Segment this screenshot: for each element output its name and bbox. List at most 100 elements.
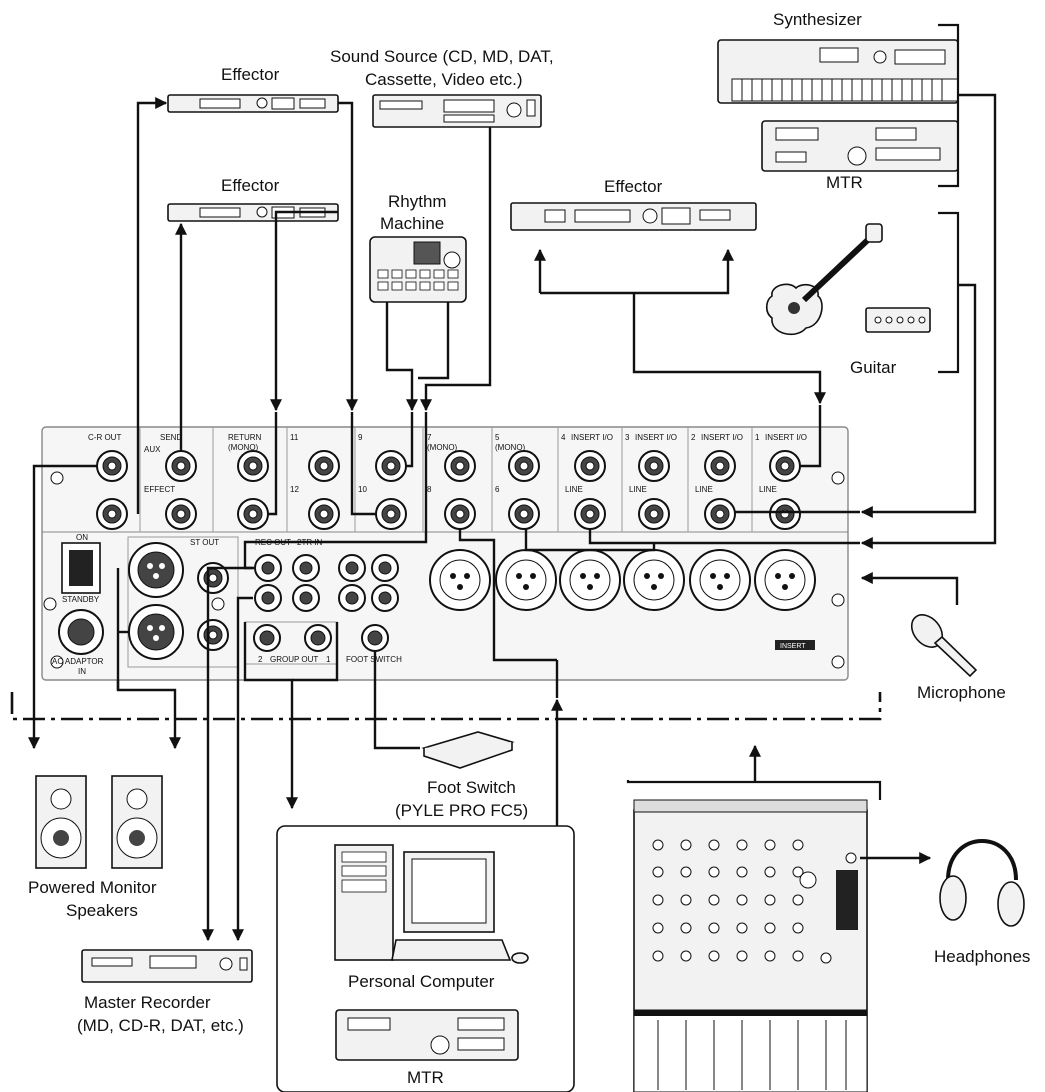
ch5-mono-label: (MONO) — [495, 443, 526, 452]
ch3-insert-jack — [638, 450, 670, 482]
cr-out-label: C-R OUT — [88, 433, 121, 442]
effector-3-label: Effector — [604, 177, 663, 196]
return-label: RETURN — [228, 433, 262, 442]
ch7-label: 7 — [427, 433, 432, 442]
power-section: ON STANDBY AC ADAPTOR IN — [52, 533, 104, 676]
group-2-label: 2 — [258, 655, 263, 664]
ch4-line-label: LINE — [565, 485, 583, 494]
powered-monitor-label-1: Powered Monitor — [28, 878, 157, 897]
mixer-rear-panel: C-R OUT SEND AUX EFFECT RETURN (MONO) 11… — [41, 426, 849, 681]
ch3-label: 3 — [625, 433, 630, 442]
ch6-label: 6 — [495, 485, 500, 494]
ch3-insert-label: INSERT I/O — [635, 433, 677, 442]
sound-source-label-1: Sound Source (CD, MD, DAT, — [330, 47, 554, 66]
rhythm-machine-device — [369, 236, 467, 303]
ch1-insert-label: INSERT I/O — [765, 433, 807, 442]
on-label: ON — [76, 533, 88, 542]
sound-source-device — [372, 94, 542, 128]
ch1-label: 1 — [755, 433, 760, 442]
personal-computer-label: Personal Computer — [348, 972, 495, 991]
master-recorder-device — [81, 949, 253, 983]
xlr-ch3 — [623, 549, 685, 611]
ch10-jack — [375, 498, 407, 530]
foot-switch-label-2: (PYLE PRO FC5) — [395, 801, 528, 820]
rack-separator-line — [10, 692, 882, 721]
aux-label: AUX — [144, 445, 161, 454]
foot-switch-label-1: Foot Switch — [427, 778, 516, 797]
return-l-jack — [237, 450, 269, 482]
ch9-label: 9 — [358, 433, 363, 442]
effector-2-label: Effector — [221, 176, 280, 195]
microphone-device — [910, 614, 978, 678]
ch12-label: 12 — [290, 485, 299, 494]
mtr-bottom-label: MTR — [407, 1068, 444, 1087]
pc-group-bracket-dashed — [626, 780, 882, 800]
synthesizer-label: Synthesizer — [773, 10, 862, 29]
xlr-ch6 — [429, 549, 491, 611]
master-recorder-label-1: Master Recorder — [84, 993, 211, 1012]
computer-mtr-group — [276, 825, 575, 1092]
mtr-top-device — [761, 120, 959, 172]
insert-legend-label: INSERT — [780, 643, 806, 650]
ch2-line-jack — [704, 498, 736, 530]
ch12-jack — [308, 498, 340, 530]
ch11-label: 11 — [290, 433, 299, 442]
upper-row-jacks — [96, 450, 801, 530]
monitor-speakers-device — [35, 775, 163, 869]
return-r-jack — [237, 498, 269, 530]
ch4-label: 4 — [561, 433, 566, 442]
guitar-label: Guitar — [850, 358, 897, 377]
effector-1-device — [167, 94, 339, 113]
ch10-label: 10 — [358, 485, 367, 494]
ch9-jack — [375, 450, 407, 482]
xlr-ch1 — [754, 549, 816, 611]
ch5-label: 5 — [495, 433, 500, 442]
ch4-insert-jack — [574, 450, 606, 482]
ch7-mono-label: (MONO) — [427, 443, 458, 452]
master-recorder-label-2: (MD, CD-R, DAT, etc.) — [77, 1016, 244, 1035]
xlr-ch4 — [559, 549, 621, 611]
xlr-inputs — [429, 549, 816, 611]
mixer-top-view-device — [633, 799, 868, 1092]
ch8-label: 8 — [427, 485, 432, 494]
ch2-label: 2 — [691, 433, 696, 442]
group-1-label: 1 — [326, 655, 331, 664]
guitar-bracket — [938, 211, 960, 374]
ac-adaptor-label: AC ADAPTOR — [52, 657, 104, 666]
ch7-jack — [444, 450, 476, 482]
ch2-line-label: LINE — [695, 485, 713, 494]
sound-source-label-2: Cassette, Video etc.) — [365, 70, 523, 89]
group-out-label: GROUP OUT — [270, 655, 318, 664]
return-mono-label: (MONO) — [228, 443, 259, 452]
ch6-jack — [508, 498, 540, 530]
xlr-ch5 — [495, 549, 557, 611]
powered-monitor-label-2: Speakers — [66, 901, 138, 920]
headphones-device — [939, 839, 1025, 927]
ch4-line-jack — [574, 498, 606, 530]
mixer-channel-strips — [652, 839, 857, 1090]
cr-out-jack-r — [96, 498, 128, 530]
microphone-label: Microphone — [917, 683, 1006, 702]
send-aux-jack — [165, 450, 197, 482]
ch8-jack — [444, 498, 476, 530]
cr-out-jack-l — [96, 450, 128, 482]
ch11-jack — [308, 450, 340, 482]
ch1-line-jack — [769, 498, 801, 530]
effect-label: EFFECT — [144, 485, 175, 494]
xlr-ch2 — [689, 549, 751, 611]
send-effect-jack — [165, 498, 197, 530]
synth-mtr-bracket — [938, 23, 960, 188]
mtr-top-label: MTR — [826, 173, 863, 192]
send-label: SEND — [160, 433, 182, 442]
effector-1-label: Effector — [221, 65, 280, 84]
st-out-label: ST OUT — [190, 538, 219, 547]
ch2-insert-jack — [704, 450, 736, 482]
ch1-line-label: LINE — [759, 485, 777, 494]
ch3-line-label: LINE — [629, 485, 647, 494]
ch2-insert-label: INSERT I/O — [701, 433, 743, 442]
rhythm-label-1: Rhythm — [388, 192, 447, 211]
in-label: IN — [78, 667, 86, 676]
effector-3-device — [510, 202, 757, 231]
headphones-label: Headphones — [934, 947, 1030, 966]
